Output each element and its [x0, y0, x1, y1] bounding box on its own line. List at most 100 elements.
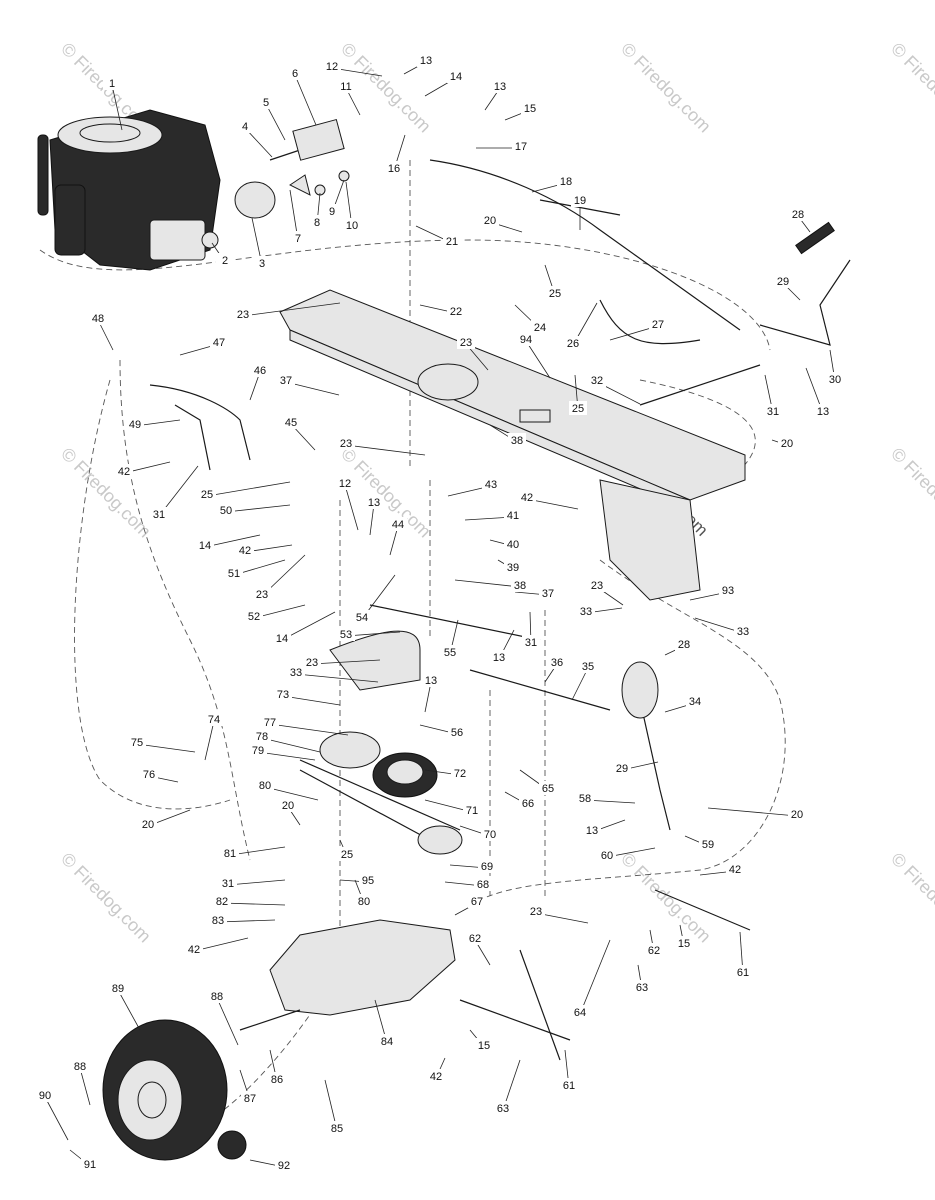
watermark: © Firedog.com	[57, 444, 155, 542]
callout-label-bg	[337, 79, 355, 93]
callout-number-42: 42	[188, 944, 200, 956]
callout-number-44: 44	[392, 519, 404, 531]
callout-label-bg	[251, 363, 269, 377]
callout-number-29: 29	[777, 276, 789, 288]
callout-label-bg	[219, 876, 237, 890]
callout-label-bg	[343, 218, 361, 232]
callout-label-bg	[521, 101, 539, 115]
callout-label-bg	[527, 904, 545, 918]
callout-number-72: 72	[454, 768, 466, 780]
callout-number-45: 45	[285, 417, 297, 429]
callout-number-22: 22	[450, 306, 462, 318]
callout-number-15: 15	[678, 938, 690, 950]
transaxle	[239, 919, 456, 1031]
callout-label-bg	[256, 778, 274, 792]
callout-number-17: 17	[515, 141, 527, 153]
callout-label-bg	[253, 256, 271, 270]
callout-number-4: 4	[242, 121, 248, 133]
callout-number-86: 86	[271, 1074, 283, 1086]
callout-number-84: 84	[381, 1036, 393, 1048]
engine	[37, 109, 221, 271]
callout-leader-line	[282, 695, 341, 706]
callout-label-bg	[128, 735, 146, 749]
callout-leader-line	[261, 737, 321, 753]
callout-number-87: 87	[244, 1093, 256, 1105]
callout-number-38: 38	[514, 580, 526, 592]
callout-label-bg	[225, 566, 243, 580]
callout-label-bg	[196, 538, 214, 552]
callout-label-bg	[217, 503, 235, 517]
callout-number-80: 80	[259, 780, 271, 792]
callout-label-bg	[213, 894, 231, 908]
callout-number-20: 20	[282, 800, 294, 812]
callout-leader-line	[571, 667, 589, 701]
callout-number-28: 28	[678, 639, 690, 651]
callout-leader-line	[216, 997, 239, 1046]
callout-number-20: 20	[484, 215, 496, 227]
callout-label-bg	[571, 1005, 589, 1019]
callout-leader-line	[345, 444, 426, 456]
callout-number-42: 42	[729, 864, 741, 876]
callout-number-61: 61	[563, 1080, 575, 1092]
callout-leader-line	[269, 723, 349, 736]
callout-number-64: 64	[574, 1007, 586, 1019]
callout-number-19: 19	[574, 195, 586, 207]
callout-label-bg	[826, 372, 844, 386]
callout-number-62: 62	[469, 933, 481, 945]
callout-label-bg	[548, 655, 566, 669]
callout-number-88: 88	[211, 991, 223, 1003]
callout-number-23: 23	[340, 438, 352, 450]
callout-number-46: 46	[254, 365, 266, 377]
callout-label-bg	[504, 537, 522, 551]
callout-label-bg	[205, 712, 223, 726]
callout-label-bg	[778, 436, 796, 450]
callout-label-bg	[139, 817, 157, 831]
callout-label-bg	[719, 583, 737, 597]
callout-number-23: 23	[591, 580, 603, 592]
callout-label-bg	[531, 320, 549, 334]
callout-label-bg	[504, 560, 522, 574]
callout-number-69: 69	[481, 861, 493, 873]
callout-label-bg	[359, 873, 377, 887]
callout-label-bg	[539, 586, 557, 600]
callout-label-bg	[481, 213, 499, 227]
callout-leader-line	[295, 673, 379, 683]
callout-label-bg	[385, 161, 403, 175]
callout-label-bg	[571, 193, 589, 207]
callout-label-bg	[279, 798, 297, 812]
callout-number-54: 54	[356, 612, 368, 624]
callout-label-bg	[150, 507, 168, 521]
callout-label-bg	[508, 433, 526, 447]
callout-number-58: 58	[579, 793, 591, 805]
callout-number-82: 82	[216, 896, 228, 908]
callout-label-bg	[789, 207, 807, 221]
callout-number-90: 90	[39, 1090, 51, 1102]
callout-label-bg	[569, 401, 587, 415]
callout-label-bg	[441, 645, 459, 659]
callout-label-bg	[353, 610, 371, 624]
callout-number-23: 23	[237, 309, 249, 321]
callout-number-47: 47	[213, 337, 225, 349]
callout-number-12: 12	[326, 61, 338, 73]
callout-number-33: 33	[737, 626, 749, 638]
callout-label-bg	[287, 665, 305, 679]
callout-leader-line	[242, 302, 341, 317]
callout-label-bg	[81, 1157, 99, 1171]
callout-label-bg	[249, 743, 267, 757]
callout-number-12: 12	[339, 478, 351, 490]
callout-label-bg	[253, 587, 271, 601]
callout-label-bg	[504, 508, 522, 522]
callout-label-bg	[517, 332, 535, 346]
callout-label-bg	[198, 487, 216, 501]
callout-number-25: 25	[572, 403, 584, 415]
callout-number-8: 8	[314, 217, 320, 229]
callout-number-42: 42	[430, 1071, 442, 1083]
callout-label-bg	[221, 846, 239, 860]
callout-label-bg	[365, 495, 383, 509]
callout-number-52: 52	[248, 611, 260, 623]
callout-label-bg	[236, 543, 254, 557]
callout-number-93: 93	[722, 585, 734, 597]
callout-number-42: 42	[239, 545, 251, 557]
callout-number-91: 91	[84, 1159, 96, 1171]
